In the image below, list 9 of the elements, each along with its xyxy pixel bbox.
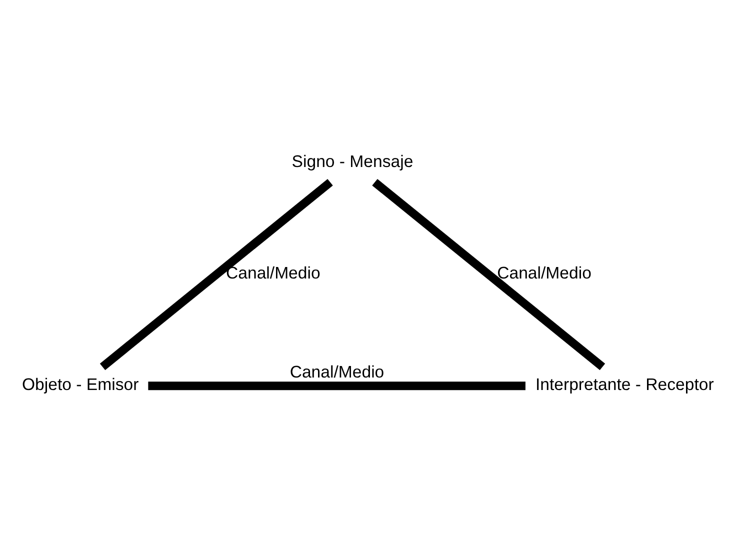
connector bbox=[100, 178, 333, 370]
node-text: Signo - Mensaje bbox=[292, 152, 414, 171]
node-text: Objeto - Emisor bbox=[22, 374, 139, 394]
node-text: Interpretante - Receptor bbox=[535, 374, 714, 394]
edge-label: Canal/Medio bbox=[226, 262, 320, 282]
connector bbox=[372, 178, 606, 370]
connector bbox=[148, 381, 526, 390]
edge-label: Canal/Medio bbox=[290, 362, 384, 381]
edge-label: Canal/Medio bbox=[497, 262, 592, 282]
